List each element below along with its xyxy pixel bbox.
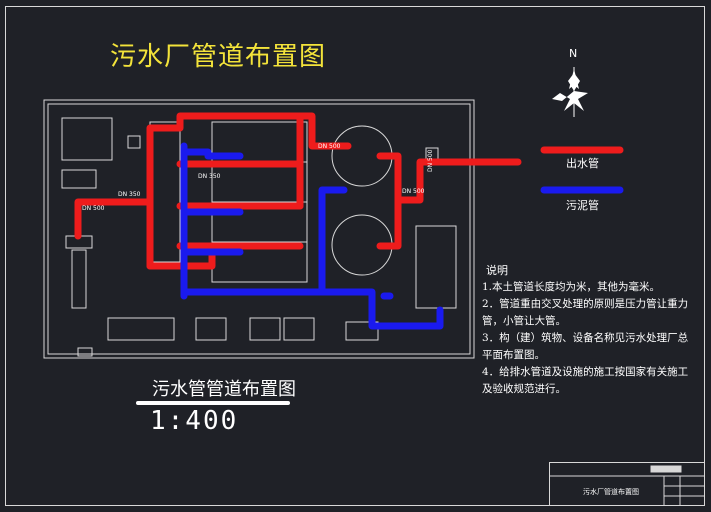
structure-sludge-building [415,225,457,309]
outflow-pipe-inlet [74,198,154,240]
legend-sludge-label: 污泥管 [566,199,599,212]
note-item: 4．给排水管道及设施的施工按国家有关施工及验收规范进行。 [482,366,689,395]
drawing-subtitle: 污水管管道布置图 [152,379,296,400]
structure-column-tank [149,121,181,263]
pipe-label-dn500-4: DN 500 [427,149,434,172]
pipe-size-annotations: DN 500 DN 350 DN 500 DN 350 DN 500 DN 50… [82,143,434,212]
title-block [549,462,705,506]
drawing-scale: 1:400 [150,406,239,436]
note-item: 2．管道重由交叉处理的原则是压力管让重力管，小管让大管。 [482,298,689,327]
pipe-label-dn500-3: DN 500 [402,188,425,195]
note-item: 3．构（建）筑物、设备名称见污水处理厂总平面布置图。 [482,332,689,361]
outflow-pipes [74,112,522,270]
structure-building-1 [61,117,113,161]
title-block-text: 污水厂管道布置图 [583,488,639,496]
site-outline [43,99,475,359]
drawing-border [5,6,705,506]
legend-lines [540,146,624,194]
pipe-label-dn350-2: DN 350 [198,173,221,180]
title-block-grid [549,465,705,506]
drawing-title: 污水厂管道布置图 [110,42,327,72]
structures [61,117,457,357]
note-item: 1.本土管道长度均为米，其他为毫米。 [482,281,661,293]
north-label: N [569,47,578,60]
notes-heading: 说明 [486,264,508,277]
sludge-pipes [180,142,444,330]
pipe-label-dn500-2: DN 500 [318,143,341,150]
north-arrow-icon [552,67,588,117]
pipe-label-dn500-1: DN 500 [82,205,105,212]
notes-section: 说明 1.本土管道长度均为米，其他为毫米。 2．管道重由交叉处理的原则是压力管让… [482,262,692,398]
structure-building-2 [61,169,97,189]
legend-outflow-label: 出水管 [566,157,599,170]
pipe-label-dn350-1: DN 350 [118,191,141,198]
